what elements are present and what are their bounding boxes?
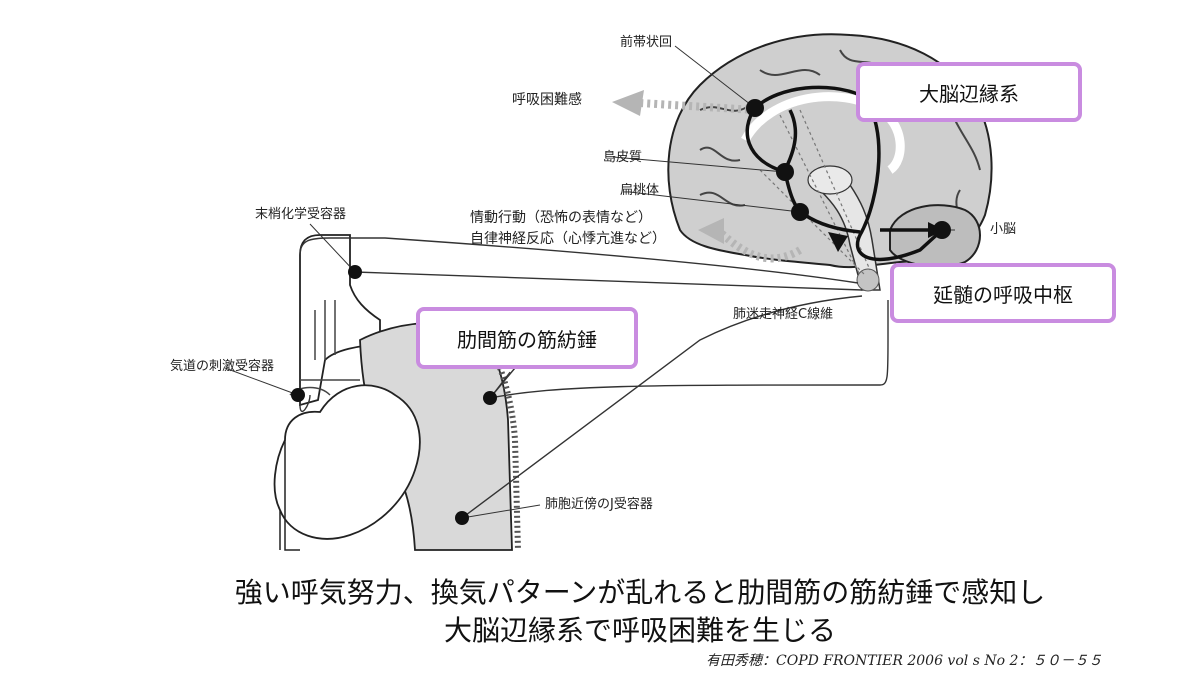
caption-line-2: 大脳辺縁系で呼吸困難を生じる — [443, 614, 836, 647]
nodes — [291, 99, 951, 525]
receptor-leader-lines — [224, 45, 955, 519]
label-autonomic-reaction: 自律神経反応（心悸亢進など） — [470, 231, 666, 247]
citation: 有田秀穂：COPD FRONTIER 2006 vol s No 2：５０－５５ — [706, 653, 1103, 669]
caption: 強い呼気努力、換気パターンが乱れると肋間筋の筋紡錘で感知し 大脳辺縁系で呼吸困難… — [0, 574, 1200, 650]
caption-line-1: 強い呼気努力、換気パターンが乱れると肋間筋の筋紡錘で感知し — [234, 576, 1046, 609]
label-anterior-cingulate: 前帯状回 — [620, 35, 673, 50]
box-intercostal-spindle: 肋間筋の筋紡錘 — [416, 307, 638, 369]
node-peripheral-chemoreceptor — [348, 265, 362, 279]
label-j-receptor: 肺胞近傍のJ受容器 — [545, 497, 653, 512]
heart-and-vessels — [273, 384, 421, 540]
box-medulla-center: 延髄の呼吸中枢 — [890, 263, 1116, 323]
label-amygdala: 扁桃体 — [620, 183, 660, 198]
thalamus — [807, 165, 853, 195]
emotion-arrowhead — [698, 218, 724, 244]
bronchial-tree — [289, 300, 360, 396]
dyspnea-arrowhead — [612, 90, 644, 116]
label-insula: 島皮質 — [603, 150, 643, 165]
node-spindle — [483, 391, 497, 405]
arrowhead-1 — [828, 232, 848, 252]
label-cerebellum: 小脳 — [990, 222, 1017, 237]
body-outline — [279, 440, 300, 551]
label-peripheral-chemoreceptor: 末梢化学受容器 — [255, 207, 347, 222]
medulla-node — [856, 268, 880, 292]
label-emotional-behavior: 情動行動（恐怖の表情など） — [470, 210, 652, 226]
node-j-receptor — [455, 511, 469, 525]
node-amygdala — [791, 203, 809, 221]
node-cerebellum — [933, 221, 951, 239]
dotted-arrows — [639, 99, 803, 263]
label-dyspnea-sensation: 呼吸困難感 — [512, 92, 582, 108]
node-anterior-cingulate — [746, 99, 764, 117]
label-vagal-c-fiber: 肺迷走神経C線維 — [733, 307, 834, 322]
node-airway-receptor — [291, 388, 305, 402]
label-airway-irritant-receptor: 気道の刺激受容器 — [170, 359, 275, 374]
node-insula — [776, 163, 794, 181]
box-limbic-system: 大脳辺縁系 — [856, 62, 1082, 122]
